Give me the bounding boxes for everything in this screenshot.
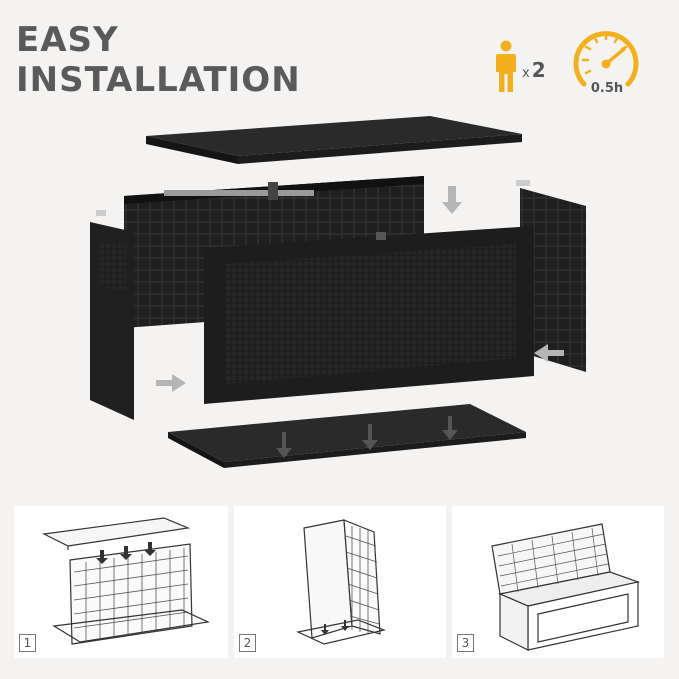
step-number-2: 2 (239, 634, 256, 652)
step-2-illustration (296, 519, 387, 645)
time-label: 0.5h (590, 81, 624, 96)
people-count-number: 2 (531, 58, 546, 82)
base-arrows (276, 416, 458, 458)
exploded-storage-box-illustration (90, 116, 586, 468)
lid-panel (146, 116, 522, 164)
left-side-panel (90, 210, 134, 420)
right-side-panel (516, 180, 586, 372)
step-panel-3: 3 (452, 506, 664, 658)
title-line-1: EASY (16, 20, 119, 60)
arrow-right-icon (156, 374, 186, 392)
step-panel-2: 2 (234, 506, 446, 658)
step-3-illustration (491, 523, 641, 651)
base-panel (168, 404, 526, 468)
step-panel-1: 1 (14, 506, 228, 658)
step-1-illustration (41, 517, 211, 645)
person-icon (496, 40, 516, 92)
people-count-prefix: x (522, 66, 530, 81)
step-number-3: 3 (457, 634, 474, 652)
arrow-down-icon (442, 186, 462, 214)
gauge-icon (573, 31, 639, 87)
page-title: EASY INSTALLATION (16, 20, 301, 100)
title-line-2: INSTALLATION (16, 60, 301, 100)
step-number-1: 1 (19, 634, 36, 652)
arrow-left-icon (534, 344, 564, 362)
front-panel (204, 226, 534, 404)
assembly-arrows (156, 186, 564, 392)
